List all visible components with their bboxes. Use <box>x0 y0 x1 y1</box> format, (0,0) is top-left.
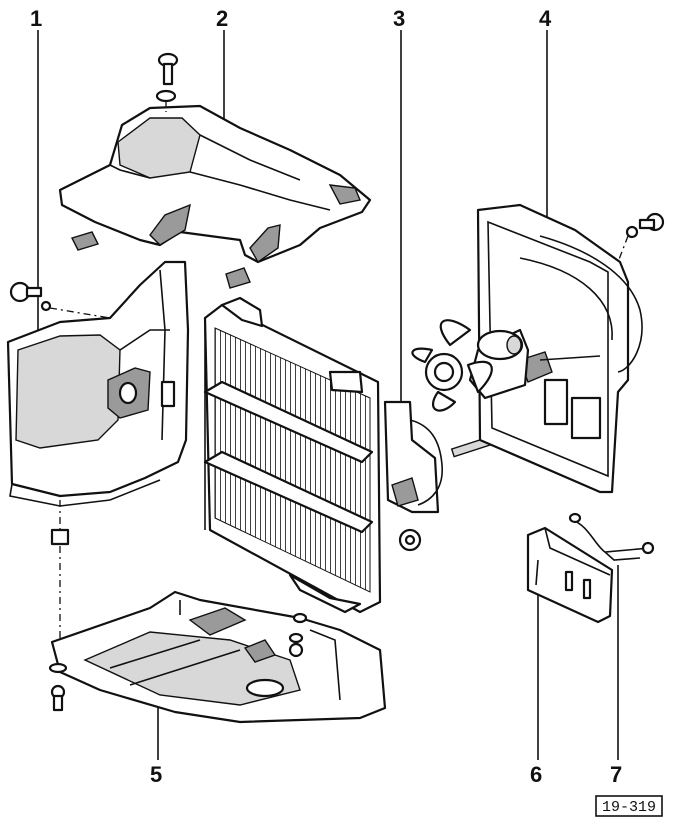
radiator <box>203 296 382 614</box>
callout-1: 1 <box>30 6 42 31</box>
lower-undertray <box>50 590 387 724</box>
callout-5: 5 <box>150 762 162 787</box>
leader-lines <box>37 30 619 760</box>
side-bolt <box>9 281 111 319</box>
cover-nut <box>50 500 70 656</box>
undertray-bolts <box>48 612 308 712</box>
callout-3: 3 <box>393 6 405 31</box>
top-bolt <box>155 52 179 112</box>
baffle-plate <box>526 526 614 624</box>
callout-6: 6 <box>530 762 542 787</box>
figure-reference-label: 19-319 <box>602 799 656 816</box>
callout-7: 7 <box>610 762 622 787</box>
callout-2: 2 <box>216 6 228 31</box>
shroud-bolt <box>617 212 665 263</box>
callout-4: 4 <box>539 6 552 31</box>
fan-motor <box>411 319 530 412</box>
figure-reference: 19-319 <box>595 795 663 817</box>
fan-bracket <box>383 400 443 552</box>
upper-air-duct <box>58 104 372 289</box>
fan-shroud <box>476 203 643 494</box>
hose-clip <box>568 512 655 561</box>
left-side-cover <box>6 260 190 507</box>
